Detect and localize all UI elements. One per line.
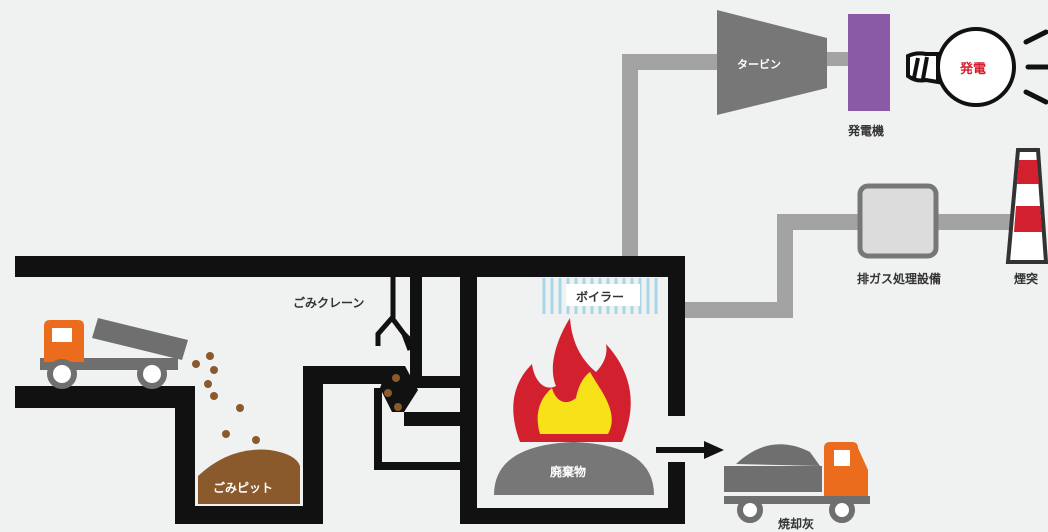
turbine: [717, 10, 827, 115]
flue-gas-pipe: [682, 214, 1018, 318]
ash-exit-arrow: [656, 441, 724, 459]
turbine-generator-shaft: [827, 52, 849, 66]
plant-building-walls: [15, 256, 685, 524]
steam-pipe: [622, 54, 730, 262]
gas-treatment-unit: [857, 183, 939, 259]
boiler-label-bg: [566, 284, 640, 306]
waste-mound: [494, 442, 654, 495]
garbage-truck-icon: [40, 318, 188, 389]
flame-icon: [513, 318, 631, 442]
power-label: 発電: [960, 62, 987, 77]
generator-label: 発電機: [848, 124, 885, 138]
generator: [848, 14, 890, 111]
pit-label: ごみピット: [213, 481, 274, 495]
chimney-label: 煙突: [1014, 272, 1039, 286]
turbine-label: タービン: [737, 58, 781, 71]
waste-label: 廃棄物: [550, 465, 587, 479]
pit-waste: [198, 449, 300, 504]
ash-label: 焼却灰: [778, 517, 815, 531]
pit-falling-waste: [192, 352, 260, 444]
ash-truck-icon: [724, 442, 870, 523]
crane-grab: [375, 277, 415, 351]
gas-treatment-label: 排ガス処理設備: [857, 272, 942, 286]
light-bulb-icon: [906, 27, 1048, 107]
chimney: [1005, 148, 1048, 264]
boiler-label: ボイラー: [576, 290, 625, 304]
hopper-waste: [384, 374, 402, 411]
crane-label: ごみクレーン: [293, 296, 365, 310]
